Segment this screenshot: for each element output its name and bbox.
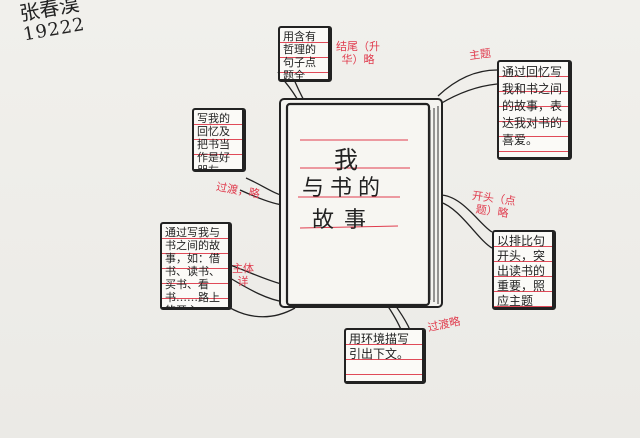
node-card-opening: 以排比句开头，突出读书的重要，照应主题 — [492, 230, 556, 310]
title-line-2: 与书的 — [302, 176, 387, 201]
node-card-body: 通过写我与书之间的故事，如：借书、读书、买书、看书……路上的开心。 — [160, 222, 232, 310]
connector-theme — [437, 69, 498, 97]
node-card-transition1: 写我的回忆及把书当作是好朋友。 — [192, 108, 246, 172]
node-label-body: 主体详 — [232, 262, 254, 288]
node-card-theme: 通过回忆写我和书之间的故事，表达我对书的喜爱。 — [497, 60, 572, 160]
connector-opening-2 — [439, 201, 493, 249]
node-card-ending: 用含有哲理的句子点题全文。 — [278, 26, 332, 82]
connector-opening — [439, 194, 493, 233]
connector-theme-2 — [439, 83, 498, 105]
title-line-1: 我 — [334, 146, 358, 174]
title-line-3: 故事 — [312, 208, 377, 233]
node-card-transition2: 用环境描写引出下文。 — [344, 328, 426, 384]
book-icon — [279, 98, 443, 308]
node-label-ending: 结尾（升华）略 — [336, 40, 380, 66]
